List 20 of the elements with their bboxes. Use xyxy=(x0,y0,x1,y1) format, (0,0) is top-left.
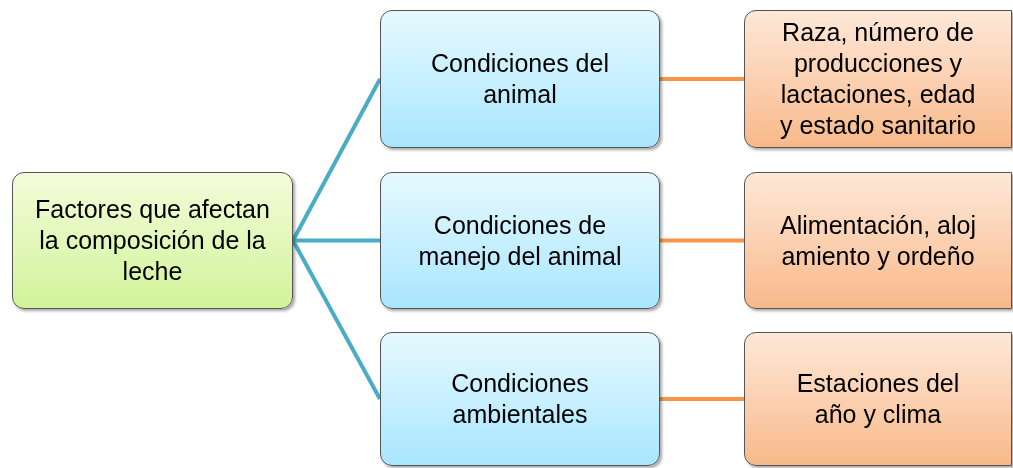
connector-line xyxy=(291,78,382,242)
category-box xyxy=(380,10,660,148)
box-text: Condiciones de manejo del animal xyxy=(417,209,623,272)
box-text: Factores que afectan la composición de la leche xyxy=(35,194,270,287)
connector-line xyxy=(660,397,744,401)
connector-line xyxy=(660,77,744,81)
box-text: Condiciones del animal xyxy=(430,48,610,110)
root-box xyxy=(12,172,293,309)
box-text: Estaciones del año y clima xyxy=(795,368,961,430)
category-box xyxy=(380,172,660,309)
detail-box xyxy=(744,332,1012,466)
connector-line xyxy=(293,238,380,243)
category-box xyxy=(380,332,660,466)
detail-box xyxy=(744,10,1012,148)
box-text: Raza, número de producciones y lactaciones, edad y estado sanitario xyxy=(779,17,977,141)
box-text: Condiciones ambientales xyxy=(450,368,590,430)
box-text: Alimentación, aloj amiento y ordeño xyxy=(779,209,977,272)
connector-line xyxy=(291,239,382,400)
detail-box xyxy=(744,172,1012,309)
connector-line xyxy=(660,238,744,243)
